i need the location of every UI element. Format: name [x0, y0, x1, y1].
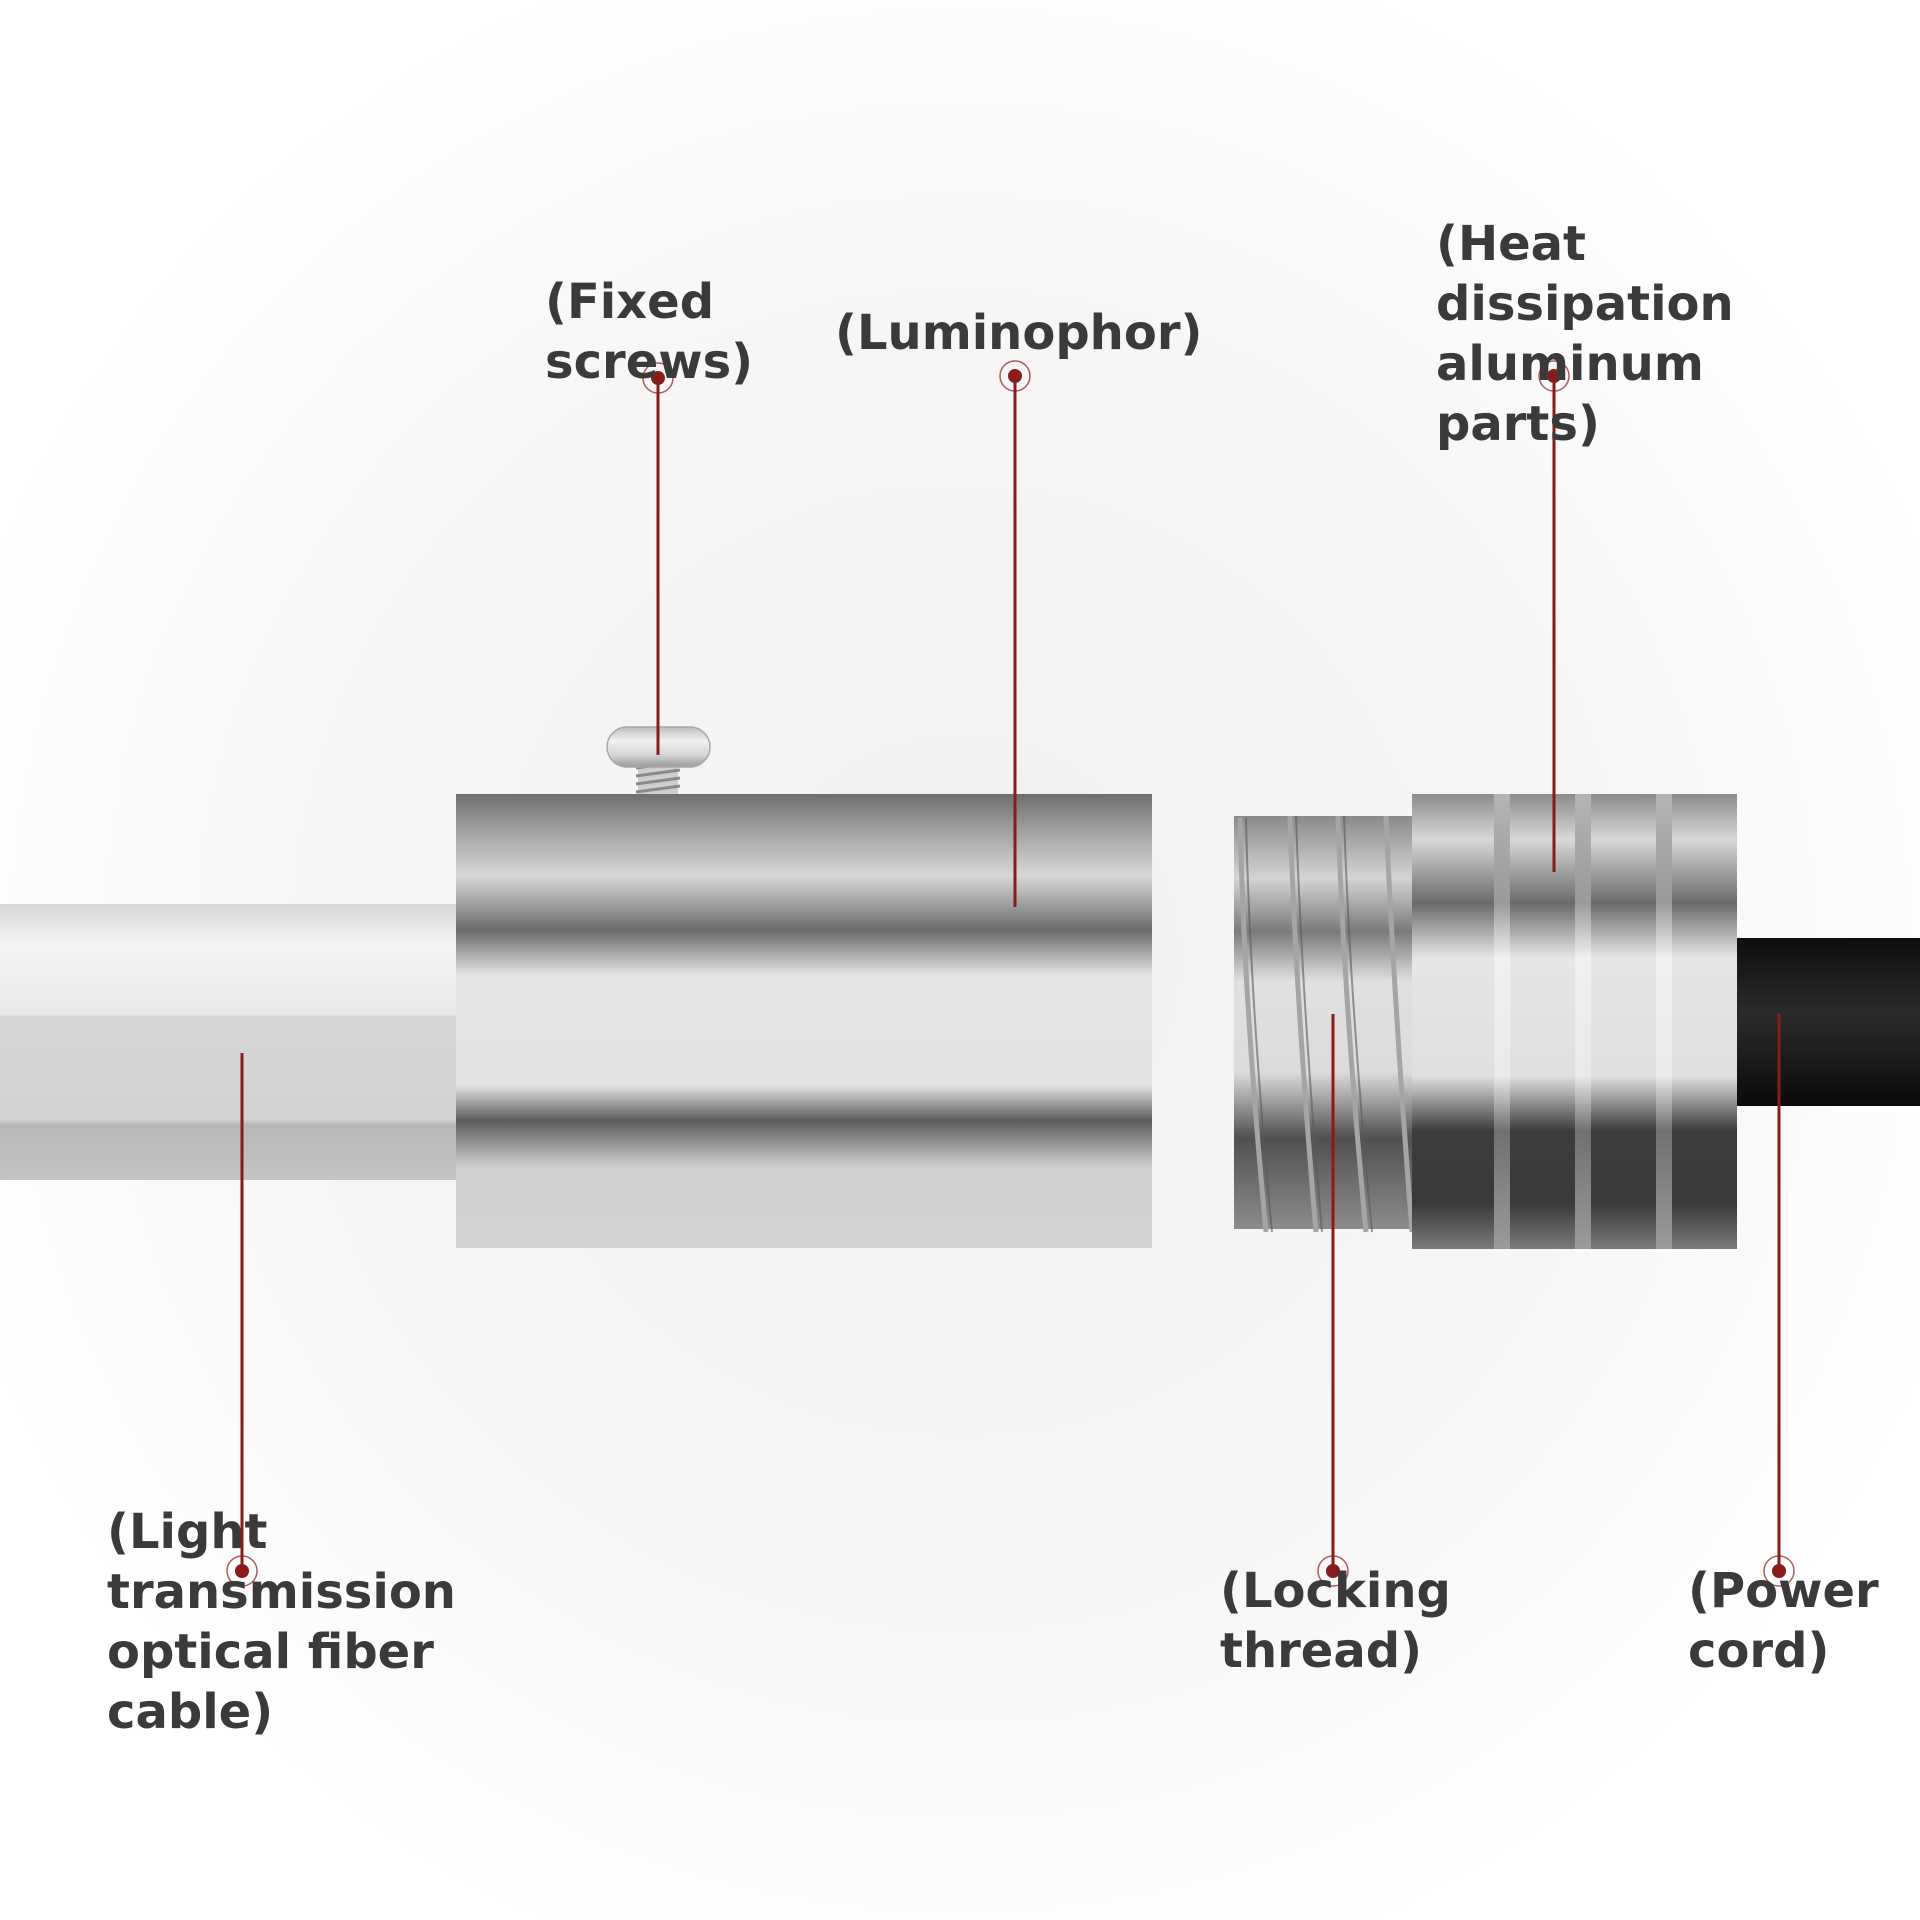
leader-marker-ring — [1317, 1555, 1349, 1587]
callout-heat-dissipation — [1538, 360, 1570, 872]
leader-marker-ring — [642, 362, 674, 394]
luminophor-housing — [456, 794, 1152, 1248]
leader-marker-ring — [1763, 1555, 1795, 1587]
callout-fixed-screws — [642, 362, 674, 755]
label-locking-thread: (Locking thread) — [1220, 1563, 1451, 1679]
leader-marker-dot — [651, 371, 665, 385]
label-heat-dissipation: (Heat dissipation aluminum parts) — [1436, 216, 1734, 452]
leader-marker-dot — [235, 1564, 249, 1578]
locking-thread-section — [1234, 815, 1415, 1233]
power-cord — [1737, 938, 1920, 1106]
leader-marker-dot — [1326, 1564, 1340, 1578]
heat-sink-body — [1412, 794, 1737, 1249]
leader-marker-dot — [1008, 369, 1022, 383]
callout-power-cord — [1763, 1014, 1795, 1587]
callout-luminophor — [999, 360, 1031, 907]
heat-sink-fin — [1656, 794, 1672, 1249]
leader-marker-ring — [1538, 360, 1570, 392]
leader-marker-dot — [1547, 369, 1561, 383]
thread-groove-shadows — [1245, 815, 1373, 1233]
callout-light-fiber — [226, 1053, 258, 1587]
leader-marker-ring — [226, 1555, 258, 1587]
label-luminophor: (Luminophor) — [835, 305, 1203, 361]
heat-sink-fin — [1494, 794, 1510, 1249]
label-fixed-screws: (Fixed screws) — [545, 274, 754, 390]
heat-sink — [1412, 794, 1737, 1249]
leader-marker-dot — [1772, 1564, 1786, 1578]
thread-grooves — [1237, 815, 1415, 1233]
optical-fiber-cable — [0, 904, 456, 1180]
leader-marker-ring — [999, 360, 1031, 392]
thread-body — [1234, 816, 1414, 1229]
label-light-transmission-fiber: (Light transmission optical fiber cable) — [107, 1504, 456, 1740]
label-power-cord: (Power cord) — [1688, 1563, 1879, 1679]
callout-locking-thread — [1317, 1014, 1349, 1587]
heat-sink-fin — [1575, 794, 1591, 1249]
